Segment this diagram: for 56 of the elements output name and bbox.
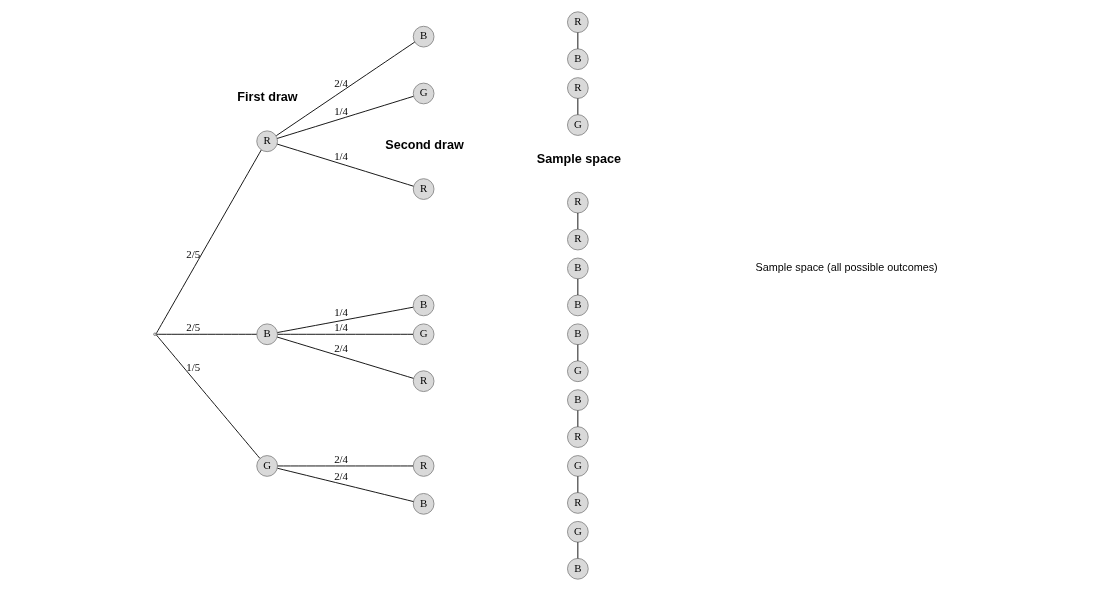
edge-label: 1/4 [333, 104, 348, 117]
label: Second draw [384, 138, 464, 153]
node-circle: R [566, 228, 589, 251]
node-circle: B [412, 25, 434, 48]
node-circle: B [412, 493, 434, 515]
node-circle: G [566, 455, 589, 477]
connector [276, 336, 414, 379]
edge-label: 1/4 [333, 305, 348, 318]
connector [276, 95, 414, 139]
connector [155, 333, 257, 335]
edge-label: 1/4 [333, 321, 348, 334]
node-circle: R [566, 426, 589, 448]
connector [576, 212, 578, 230]
label: Sample space (all possible outcomes) [755, 261, 938, 274]
node-circle: G [566, 360, 589, 383]
edge-label: 2/5 [185, 248, 200, 261]
node-circle: R [412, 370, 434, 392]
node-circle: B [566, 294, 589, 317]
connector [576, 278, 578, 296]
node-circle: R [412, 178, 434, 200]
label: First draw [236, 90, 298, 105]
node-circle: G [255, 455, 278, 477]
connector [155, 334, 260, 459]
connector [275, 41, 415, 137]
node-point [152, 332, 157, 337]
node-circle: R [566, 77, 589, 99]
node-circle: B [566, 48, 589, 70]
node-circle: G [412, 82, 434, 105]
node-circle: B [255, 323, 278, 346]
edge-label: 2/4 [333, 76, 348, 89]
node-circle: R [566, 492, 589, 514]
edge-label: 1/5 [185, 360, 200, 373]
node-circle: R [566, 191, 589, 214]
node-circle: G [412, 323, 434, 346]
edge-label: 2/4 [333, 470, 348, 483]
connector [276, 333, 413, 335]
node-circle: R [566, 11, 589, 34]
connector [276, 143, 414, 187]
label: Sample space [536, 151, 621, 166]
node-circle: R [255, 130, 278, 153]
connector [155, 149, 262, 335]
connector [276, 465, 413, 467]
connector [276, 306, 413, 333]
node-circle: B [412, 294, 434, 317]
edge-label: 1/4 [333, 149, 348, 162]
node-circle: R [412, 455, 434, 477]
node-circle: B [566, 257, 589, 280]
node-circle: G [566, 520, 589, 543]
node-circle: B [566, 323, 589, 346]
edge-label: 2/5 [185, 321, 200, 334]
node-circle: G [566, 114, 589, 136]
edge-label: 2/4 [333, 452, 348, 465]
node-circle: B [566, 557, 589, 580]
connector [276, 467, 414, 502]
node-circle: B [566, 389, 589, 411]
edge-label: 2/4 [333, 341, 348, 354]
